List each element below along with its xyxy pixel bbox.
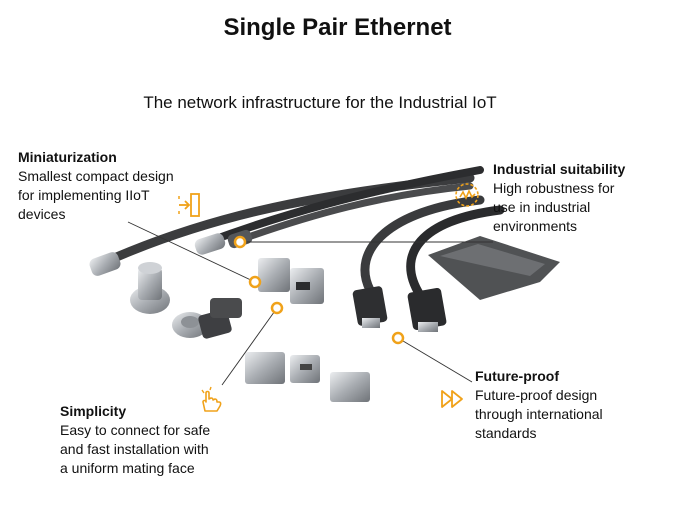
compress-arrow-icon (178, 193, 200, 217)
hand-touch-icon (201, 386, 222, 412)
callout-dot-simp (270, 301, 284, 315)
feature-body: Smallest compact design for implementing… (18, 168, 174, 222)
callout-dot-ind (233, 235, 247, 249)
fast-forward-icon (441, 390, 463, 408)
plug-right-1 (352, 286, 388, 326)
pcb-jack-3 (245, 352, 285, 384)
feature-industrial-suitability: Industrial suitability High robustness f… (493, 160, 668, 236)
feature-body: High robustness for use in industrial en… (493, 180, 615, 234)
feature-future-proof: Future-proof Future-proof design through… (475, 367, 645, 443)
feature-body: Future-proof design through internationa… (475, 387, 603, 441)
feature-miniaturization: Miniaturization Smallest compact design … (18, 148, 218, 224)
cable-2 (201, 166, 484, 247)
cable-4 (360, 195, 485, 295)
m8-connector-left (89, 252, 121, 276)
feature-simplicity: Simplicity Easy to connect for safe and … (60, 402, 260, 478)
cable-3 (236, 182, 474, 244)
panel-connector-4 (210, 298, 242, 318)
feature-body: Easy to connect for safe and fast instal… (60, 422, 211, 476)
feature-heading: Industrial suitability (493, 161, 626, 177)
shield-wave-icon (455, 183, 479, 207)
leader-simp (221, 307, 278, 386)
page-title: Single Pair Ethernet (223, 14, 452, 41)
feature-heading: Miniaturization (18, 149, 117, 165)
pcb-jack-5 (330, 372, 370, 402)
feature-heading: Simplicity (60, 403, 127, 419)
pcb-jack-1 (258, 258, 290, 292)
page-subtitle: The network infrastructure for the Indus… (143, 93, 497, 112)
feature-heading: Future-proof (475, 368, 559, 384)
leader-fut (397, 337, 473, 383)
callout-dot-fut (391, 331, 405, 345)
plug-right-2 (407, 287, 447, 331)
cable-5 (406, 205, 505, 300)
m8-connector-mid (194, 233, 226, 255)
callout-dot-mini (248, 275, 262, 289)
leader-mini (127, 221, 256, 283)
